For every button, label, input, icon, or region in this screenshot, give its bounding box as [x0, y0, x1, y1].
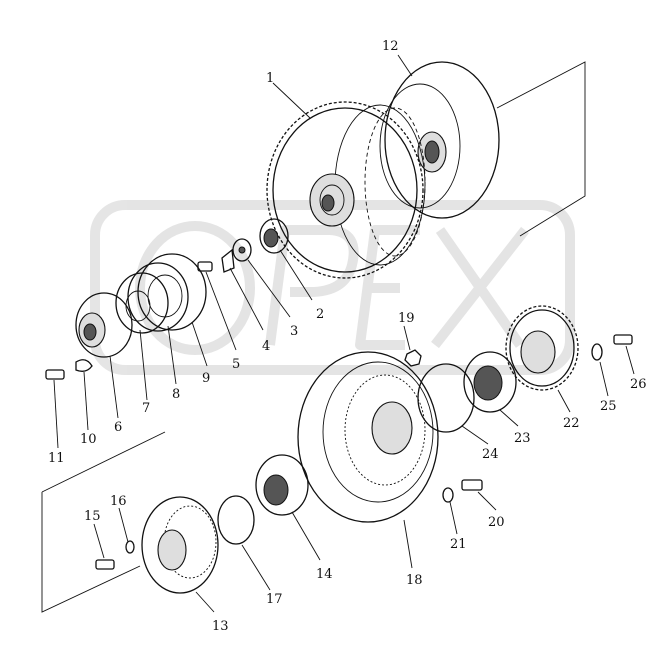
label-4: 4 — [262, 339, 270, 354]
part-11-bolt — [45, 369, 65, 380]
part-20-bolt — [461, 479, 483, 491]
label-5: 5 — [232, 357, 240, 372]
watermark-logo — [90, 200, 575, 375]
label-7: 7 — [142, 401, 150, 416]
label-13: 13 — [212, 619, 229, 634]
part-10-lock — [75, 359, 93, 372]
label-20: 20 — [488, 515, 505, 530]
label-25: 25 — [600, 399, 617, 414]
label-18: 18 — [406, 573, 423, 588]
part-4-lockplate — [221, 248, 235, 273]
part-12-cover — [379, 61, 500, 219]
label-26: 26 — [630, 377, 647, 392]
label-21: 21 — [450, 537, 467, 552]
label-6: 6 — [114, 420, 122, 435]
label-9: 9 — [202, 371, 210, 386]
label-3: 3 — [290, 324, 298, 339]
part-26-bolt — [613, 334, 633, 345]
part-1-ring-gear — [266, 101, 426, 279]
label-17: 17 — [266, 592, 283, 607]
label-1: 1 — [266, 71, 274, 86]
assembly-frame-lines — [41, 61, 586, 613]
part-22-gear — [505, 305, 579, 391]
part-21-washer — [442, 487, 454, 503]
part-13-stator — [141, 496, 219, 594]
label-10: 10 — [80, 432, 97, 447]
part-labels: 1 2 3 4 5 6 7 8 9 10 11 12 13 14 15 16 1… — [48, 39, 647, 634]
label-24: 24 — [482, 447, 499, 462]
label-2: 2 — [316, 307, 324, 322]
part-2-bearing — [259, 218, 289, 254]
part-23-bearing — [463, 351, 517, 413]
part-15-bolt — [95, 559, 115, 570]
part-16-washer — [125, 540, 135, 554]
part-24-snapring — [417, 363, 475, 433]
label-23: 23 — [514, 431, 531, 446]
part-18-housing — [297, 351, 439, 523]
part-17-snapring — [217, 495, 255, 545]
label-19: 19 — [398, 311, 415, 326]
part-14-hub — [255, 454, 309, 516]
part-25-washer — [591, 343, 603, 361]
part-6-flange — [75, 292, 133, 358]
label-11: 11 — [48, 451, 65, 466]
label-8: 8 — [172, 387, 180, 402]
label-22: 22 — [563, 416, 580, 431]
label-15: 15 — [84, 509, 101, 524]
leader-lines — [53, 54, 635, 613]
label-14: 14 — [316, 567, 333, 582]
label-16: 16 — [110, 494, 127, 509]
part-19-nut — [404, 349, 422, 367]
label-12: 12 — [382, 39, 399, 54]
part-3-plate — [232, 238, 252, 262]
